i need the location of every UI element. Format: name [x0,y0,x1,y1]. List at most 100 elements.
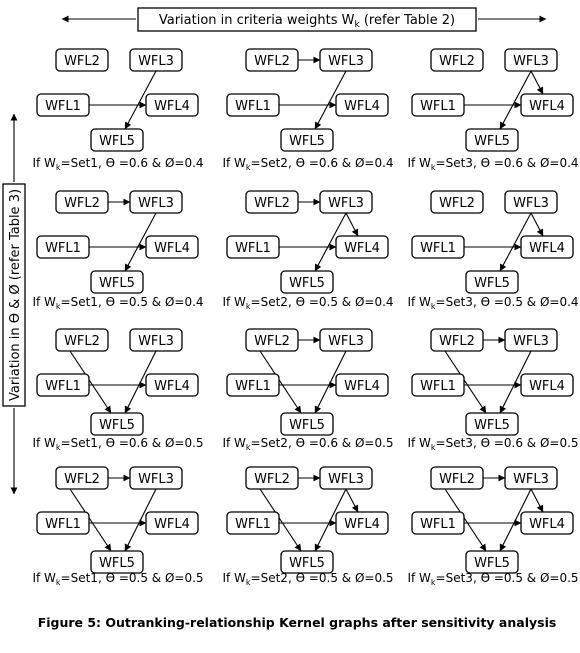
node-label: WFL2 [439,334,475,349]
node-label: WFL5 [289,556,325,571]
node-label: WFL3 [513,472,549,487]
edge-wfl3-to-wfl5 [124,488,157,552]
node-wfl3: WFL3 [319,48,373,72]
node-label: WFL1 [235,517,271,532]
node-label: WFL4 [529,517,565,532]
node-label: WFL5 [474,276,510,291]
node-wfl1: WFL1 [226,373,280,397]
node-wfl5: WFL5 [90,550,144,574]
node-wfl4: WFL4 [520,235,574,259]
node-label: WFL3 [328,54,364,69]
node-wfl2: WFL2 [430,328,484,352]
edge-wfl2-to-wfl5 [444,488,487,552]
node-label: WFL4 [154,517,190,532]
node-wfl1: WFL1 [36,373,90,397]
node-label: WFL3 [513,54,549,69]
node-label: WFL5 [99,418,135,433]
edge-wfl3-to-wfl5 [124,212,157,272]
node-label: WFL1 [235,99,271,114]
panel-caption: If Wk=Set3, ϴ =0.6 & Ø=0.4 [407,156,578,172]
node-wfl5: WFL5 [465,550,519,574]
node-wfl4: WFL4 [335,373,389,397]
node-wfl4: WFL4 [520,93,574,117]
top-axis-label-box [137,7,477,32]
edge-wfl3-to-wfl5 [499,212,532,272]
node-label: WFL4 [344,379,380,394]
node-wfl4: WFL4 [335,93,389,117]
node-label: WFL1 [420,241,456,256]
node-wfl1: WFL1 [226,511,280,535]
node-label: WFL1 [45,99,81,114]
node-label: WFL4 [344,517,380,532]
node-wfl4: WFL4 [520,373,574,397]
side-axis-label-box [2,183,26,407]
node-label: WFL4 [154,99,190,114]
node-label: WFL2 [64,196,100,211]
node-wfl1: WFL1 [36,511,90,535]
panel-caption: If Wk=Set1, ϴ =0.5 & Ø=0.4 [32,295,203,311]
edge-wfl3-to-wfl5 [314,70,347,130]
node-label: WFL1 [45,517,81,532]
node-label: WFL3 [138,334,174,349]
node-label: WFL5 [289,276,325,291]
edge-wfl2-to-wfl5 [69,488,112,552]
node-label: WFL3 [513,334,549,349]
node-wfl4: WFL4 [520,511,574,535]
node-wfl3: WFL3 [504,466,558,490]
node-label: WFL5 [289,418,325,433]
node-label: WFL1 [420,99,456,114]
node-label: WFL3 [328,334,364,349]
node-wfl1: WFL1 [226,93,280,117]
node-wfl2: WFL2 [430,48,484,72]
node-label: WFL5 [99,556,135,571]
node-wfl2: WFL2 [55,466,109,490]
node-label: WFL1 [45,379,81,394]
node-wfl4: WFL4 [335,235,389,259]
node-label: WFL3 [328,196,364,211]
node-wfl1: WFL1 [411,511,465,535]
node-label: WFL1 [235,379,271,394]
node-wfl2: WFL2 [245,328,299,352]
figure-caption: Figure 5: Outranking-relationship Kernel… [38,615,557,630]
node-label: WFL5 [289,134,325,149]
node-wfl5: WFL5 [280,550,334,574]
node-wfl4: WFL4 [335,511,389,535]
node-wfl4: WFL4 [145,93,199,117]
node-label: WFL2 [64,334,100,349]
node-wfl5: WFL5 [280,270,334,294]
node-label: WFL4 [154,379,190,394]
node-label: WFL3 [328,472,364,487]
panel-caption: If Wk=Set2, ϴ =0.5 & Ø=0.5 [222,571,393,587]
node-label: WFL4 [529,379,565,394]
node-wfl2: WFL2 [245,48,299,72]
node-wfl4: WFL4 [145,373,199,397]
node-wfl2: WFL2 [430,466,484,490]
side-axis: Variation in ϴ & Ø (refer Table 3) [2,113,26,495]
edge-wfl2-to-wfl5 [69,350,112,414]
node-wfl5: WFL5 [90,412,144,436]
edge-wfl3-to-wfl4 [345,488,359,513]
node-label: WFL5 [99,276,135,291]
node-label: WFL2 [439,472,475,487]
node-label: WFL4 [529,241,565,256]
node-wfl3: WFL3 [129,466,183,490]
node-label: WFL5 [474,418,510,433]
edge-wfl3-to-wfl5 [499,70,532,130]
node-label: WFL1 [235,241,271,256]
node-label: WFL5 [474,134,510,149]
edge-wfl3-to-wfl5 [314,350,347,414]
node-label: WFL2 [439,196,475,211]
node-wfl1: WFL1 [36,93,90,117]
edge-wfl2-to-wfl5 [444,350,487,414]
node-label: WFL5 [474,556,510,571]
edge-wfl3-to-wfl5 [124,350,157,414]
node-wfl5: WFL5 [465,412,519,436]
node-wfl2: WFL2 [245,190,299,214]
node-wfl5: WFL5 [280,128,334,152]
